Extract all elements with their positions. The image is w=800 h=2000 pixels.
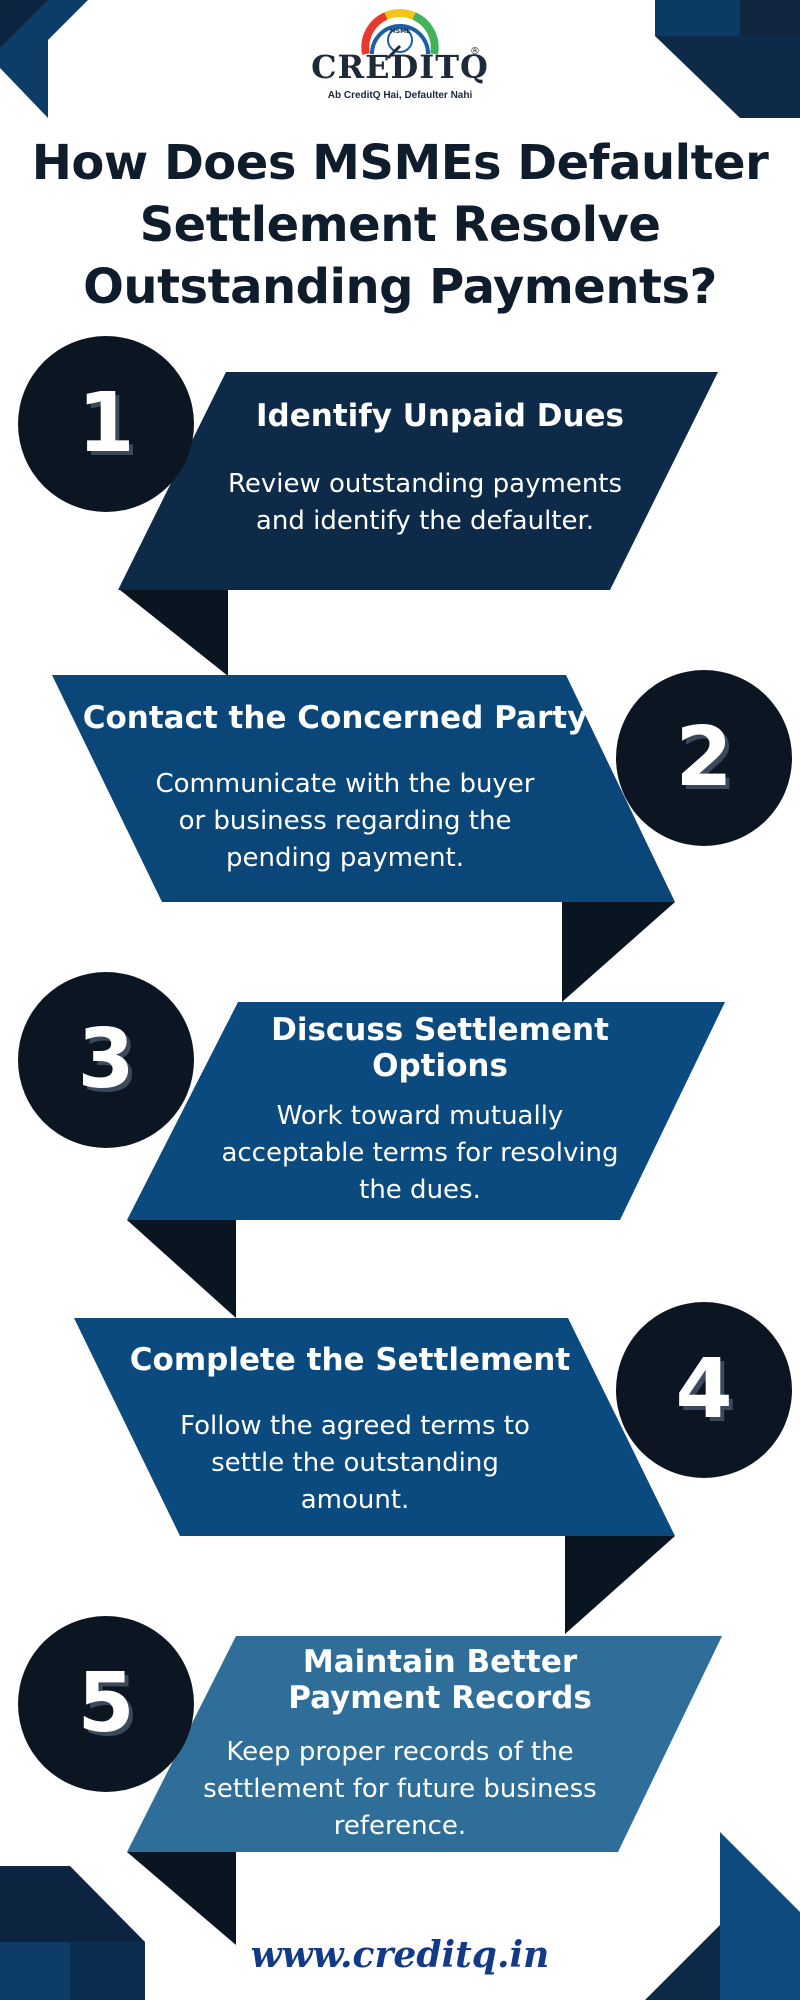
page-title: How Does MSMEs Defaulter Settlement Reso… [0,132,800,318]
step-3-fold [127,1220,236,1318]
step-1-heading: Identify Unpaid Dues [230,398,650,434]
corner-bottom-left-block2 [70,1942,145,2000]
corner-bottom-right [720,1832,800,2000]
corner-top-left-inner [0,0,48,48]
corner-bottom-right-fold [645,1925,720,2000]
registered-mark: ® [470,46,480,57]
step-1-description: Review outstanding payments and identify… [200,466,650,540]
step-1-number: 1 [18,336,194,512]
step-2-fold [562,902,675,1002]
step-2-number: 2 [616,670,792,846]
step-3-number: 3 [18,972,194,1148]
corner-bottom-left-block [0,1942,70,2000]
step-2-description: Communicate with the buyer or business r… [130,766,560,877]
step-3-heading: Discuss Settlement Options [240,1012,640,1084]
step-4-heading-line-1: Complete the Settlement [129,1342,571,1378]
brand-tagline: Ab CreditQ Hai, Defaulter Nahi [327,90,473,101]
step-5-fold [127,1852,236,1945]
step-1-fold [120,590,228,676]
step-5-description: Keep proper records of the settlement fo… [180,1734,620,1845]
step-5-heading-line-1: Maintain Better [302,1644,578,1680]
step-5-desc-line-1: Keep proper records of the [226,1737,574,1767]
step-2-heading: Contact the Concerned Party [80,700,590,736]
step-4-desc-line-1: Follow the agreed terms to [180,1411,530,1441]
step-2-desc-line-1: Communicate with the buyer [155,769,535,799]
step-4-fold [565,1536,675,1634]
step-3-desc-line-1: Work toward mutually [276,1101,564,1131]
step-3-banner [127,1002,725,1220]
corner-top-left [0,0,88,118]
step-5-desc-line-3: reference. [333,1811,467,1841]
corner-top-right-block2 [740,0,800,36]
step-3-description: Work toward mutually acceptable terms fo… [200,1098,640,1209]
step-4-desc-line-3: amount. [300,1485,410,1515]
gauge-icon: MSME [361,8,439,60]
step-5-banner [127,1636,722,1852]
title-line-2: Settlement Resolve [139,197,661,253]
corner-top-right-block [655,0,740,36]
step-3-desc-line-3: the dues. [359,1175,481,1205]
step-2-banner [52,675,675,902]
step-3-desc-line-2: acceptable terms for resolving [221,1138,619,1168]
step-4-heading: Complete the Settlement [100,1342,600,1378]
step-2-desc-line-3: pending payment. [225,843,465,873]
step-2-desc-line-2: or business regarding the [178,806,512,836]
gauge-badge-text: MSME [390,28,410,35]
step-5-desc-line-2: settlement for future business [203,1774,597,1804]
step-5-number: 5 [18,1616,194,1792]
brand-logo: MSME CREDITQ ® Ab CreditQ Hai, Defaulter… [300,4,500,104]
step-1-desc-line-2: and identify the defaulter. [255,506,595,536]
footer-url-link[interactable]: www.creditq.in [250,1934,550,1976]
step-1-banner [118,372,718,590]
step-3-heading-line-1: Discuss Settlement [271,1012,609,1048]
step-5-heading: Maintain Better Payment Records [240,1644,640,1716]
title-line-1: How Does MSMEs Defaulter [31,135,769,191]
step-3-heading-line-2: Options [372,1048,508,1084]
step-2-heading-line-1: Contact the Concerned Party [82,700,588,736]
step-5-heading-line-2: Payment Records [288,1680,592,1716]
step-4-description: Follow the agreed terms to settle the ou… [150,1408,560,1519]
step-1-desc-line-1: Review outstanding payments [227,469,623,499]
step-4-banner [74,1318,675,1536]
step-1-heading-line-1: Identify Unpaid Dues [256,398,624,434]
title-line-3: Outstanding Payments? [83,259,717,315]
brand-name: CREDITQ [311,48,489,86]
step-4-number: 4 [616,1302,792,1478]
step-4-desc-line-2: settle the outstanding [211,1448,499,1478]
